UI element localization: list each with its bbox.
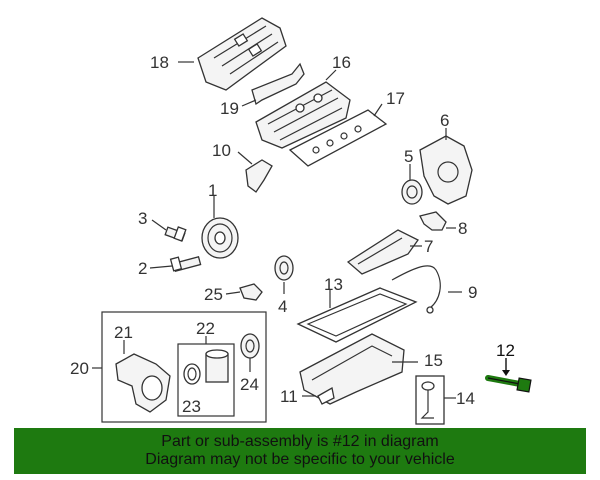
part-10-sensor[interactable] xyxy=(245,159,273,193)
callout-16[interactable]: 16 xyxy=(332,53,351,72)
part-12-bolt[interactable] xyxy=(485,375,532,393)
part-21-oil-filter-housing[interactable] xyxy=(115,353,171,413)
callout-9[interactable]: 9 xyxy=(468,283,477,302)
callout-17[interactable]: 17 xyxy=(386,89,405,108)
part-22-oil-filter[interactable] xyxy=(205,349,229,383)
part-18-valve-cover[interactable] xyxy=(197,17,287,91)
part-6-timing-cover[interactable] xyxy=(419,135,473,205)
callout-4[interactable]: 4 xyxy=(278,297,287,316)
callout-19[interactable]: 19 xyxy=(220,99,239,118)
callout-21[interactable]: 21 xyxy=(114,323,133,342)
part-14-dipstick-box[interactable] xyxy=(415,375,445,425)
callout-20[interactable]: 20 xyxy=(70,359,89,378)
part-7-baffle[interactable] xyxy=(346,229,419,275)
callout-11[interactable]: 11 xyxy=(280,387,298,406)
part-1-pulley[interactable] xyxy=(201,217,239,259)
part-16-cylinder-head[interactable] xyxy=(255,81,351,149)
part-8-sensor[interactable] xyxy=(419,211,447,231)
leader-3 xyxy=(151,219,167,231)
callout-1[interactable]: 1 xyxy=(208,181,217,200)
part-25-sensor[interactable] xyxy=(239,283,263,301)
leader-2 xyxy=(149,265,173,269)
leader-19 xyxy=(241,99,257,107)
leader-16 xyxy=(325,69,337,81)
part-9-dipstick-tube[interactable] xyxy=(391,265,441,314)
part-3-bolt[interactable] xyxy=(164,226,187,242)
callout-15[interactable]: 15 xyxy=(424,351,443,370)
callout-10[interactable]: 10 xyxy=(212,141,231,160)
part-17-head-gasket[interactable] xyxy=(288,109,388,167)
info-banner: Part or sub-assembly is #12 in diagram D… xyxy=(14,428,586,474)
callout-3[interactable]: 3 xyxy=(138,209,147,228)
callout-7[interactable]: 7 xyxy=(424,237,433,256)
callout-22[interactable]: 22 xyxy=(196,319,215,338)
part-11-oil-pan[interactable] xyxy=(299,333,405,405)
part-24-filter-cap[interactable] xyxy=(240,333,260,359)
callout-12[interactable]: 12 xyxy=(496,341,515,360)
part-4-seal[interactable] xyxy=(274,255,294,281)
sub-assembly-box-20 xyxy=(101,311,267,423)
leader-17 xyxy=(373,103,383,117)
part-19-gasket[interactable] xyxy=(251,62,305,106)
leader-25 xyxy=(225,291,241,295)
part-5-seal[interactable] xyxy=(401,179,423,205)
callout-24[interactable]: 24 xyxy=(240,375,259,394)
part-2-bolt[interactable] xyxy=(169,255,202,273)
callout-8[interactable]: 8 xyxy=(458,219,467,238)
callout-2[interactable]: 2 xyxy=(138,259,147,278)
callout-18[interactable]: 18 xyxy=(150,53,169,72)
leader-10 xyxy=(237,151,253,165)
part-23-o-ring[interactable] xyxy=(183,363,201,385)
callout-23[interactable]: 23 xyxy=(182,397,201,416)
banner-line-1: Part or sub-assembly is #12 in diagram xyxy=(161,433,439,450)
callout-25[interactable]: 25 xyxy=(204,285,223,304)
callout-13[interactable]: 13 xyxy=(324,275,343,294)
part-13-pan-gasket[interactable] xyxy=(296,287,418,343)
leader-12-arrowhead xyxy=(502,370,510,376)
callout-14[interactable]: 14 xyxy=(456,389,475,408)
banner-line-2: Diagram may not be specific to your vehi… xyxy=(145,451,455,468)
callout-6[interactable]: 6 xyxy=(440,111,449,130)
callout-5[interactable]: 5 xyxy=(404,147,413,166)
